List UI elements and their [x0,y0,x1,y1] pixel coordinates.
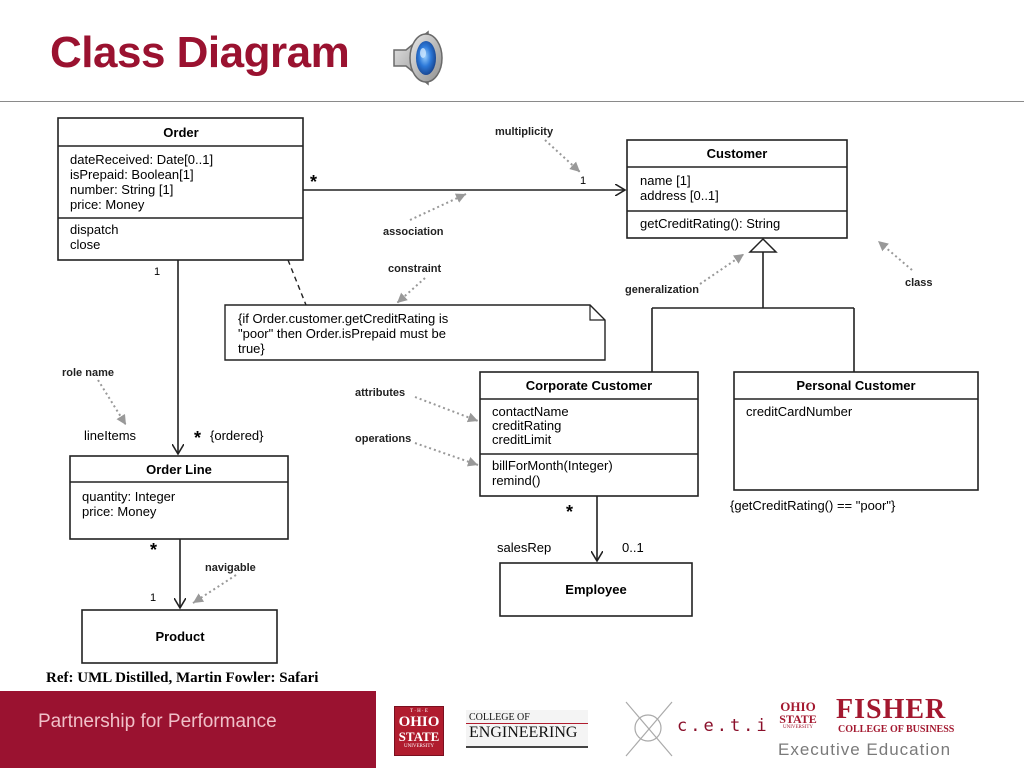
attribute: number: String [1] [70,182,173,197]
fisher-osu-university: UNIVERSITY [783,725,813,730]
multiplicity-label: * [150,540,157,560]
class-name: Corporate Customer [526,378,652,393]
attribute: creditRating [492,418,561,433]
attribute: price: Money [70,197,145,212]
role-label: lineItems [84,428,137,443]
operation: billForMonth(Integer) [492,458,613,473]
annotation-label: attributes [355,387,405,399]
callout-generalization [699,253,745,285]
attribute: address [0..1] [640,188,719,203]
multiplicity-label: 1 [154,266,160,278]
fisher-subtitle: COLLEGE OF BUSINESS [838,724,955,735]
role-label: salesRep [497,540,551,555]
personal-constraint: {getCreditRating() == "poor"} [730,498,896,513]
constraint-note: {if Order.customer.getCreditRating is "p… [224,304,606,361]
callout-role-name [97,379,127,426]
class-name: Customer [707,146,768,161]
fisher-osu-ohio: OHIO [780,699,816,714]
multiplicity-label: * [566,502,573,522]
title-divider [0,101,1024,102]
callout-constraint [396,277,426,304]
osu-the: T · H · E [410,709,428,714]
role-label: {ordered} [210,428,264,443]
class-product: Product [81,609,278,664]
ceti-label: c.e.t.i [677,716,770,736]
footer-band [0,691,376,768]
osu-state: STATE [398,729,440,744]
callout-multiplicity [544,139,581,173]
class-employee: Employee [499,562,693,617]
class-personal-customer: Personal Customer creditCardNumber [733,371,979,491]
callout-association [409,193,467,221]
annotation-label: class [905,277,933,289]
class-name: Order Line [146,462,212,477]
class-diagram: Order dateReceived: Date[0..1] isPrepaid… [57,117,979,664]
operation: remind() [492,473,540,488]
operation: dispatch [70,222,118,237]
class-corporate-customer: Corporate Customer contactName creditRat… [479,371,699,497]
multiplicity-label: * [310,172,317,192]
callout-operations [414,442,479,467]
note-line: {if Order.customer.getCreditRating is [238,311,449,326]
multiplicity-label: 0..1 [622,540,644,555]
note-line: true} [238,341,265,356]
class-order-line: Order Line quantity: Integer price: Mone… [69,455,289,540]
attribute: quantity: Integer [82,489,176,504]
osu-logo: T · H · E OHIO STATE UNIVERSITY [394,706,444,756]
annotation-label: constraint [388,263,442,275]
multiplicity-label: 1 [580,175,586,187]
annotation-label: role name [62,367,114,379]
annotation-label: association [383,226,444,238]
annotation-label: generalization [625,284,699,296]
attribute: creditLimit [492,432,552,447]
class-name: Personal Customer [796,378,915,393]
operation: close [70,237,100,252]
constraint-link [287,259,307,306]
slide-title: Class Diagram [50,28,350,77]
annotation-label: operations [355,433,411,445]
callout-navigable [192,574,237,604]
attribute: isPrepaid: Boolean[1] [70,167,194,182]
annotation-label: navigable [205,562,256,574]
footer-tagline: Partnership for Performance [38,711,277,732]
fisher-osu-state: STATE [779,712,817,726]
osu-ohio: OHIO [398,714,440,730]
fisher-osu-logo: OHIO STATE UNIVERSITY [774,700,822,736]
executive-education: Executive Education [778,740,952,759]
multiplicity-label: 1 [150,592,156,604]
attribute: price: Money [82,504,157,519]
engineering-logo: COLLEGE OF ENGINEERING [466,710,588,748]
callout-class [877,240,913,271]
callout-attributes [414,396,479,423]
speaker-icon[interactable] [388,26,452,95]
class-name: Employee [565,582,626,597]
engineering-line2: ENGINEERING [466,723,588,742]
engineering-line1: COLLEGE OF [469,712,530,723]
multiplicity-label: * [194,428,201,448]
class-name: Order [163,125,198,140]
attribute: dateReceived: Date[0..1] [70,152,213,167]
note-line: "poor" then Order.isPrepaid must be [238,326,446,341]
class-order: Order dateReceived: Date[0..1] isPrepaid… [57,117,304,261]
generalization-tree [651,237,855,372]
annotation-label: multiplicity [495,126,554,138]
ceti-emblem-icon [625,701,673,757]
osu-university: UNIVERSITY [404,744,434,749]
operation: getCreditRating(): String [640,216,780,231]
reference-text: Ref: UML Distilled, Martin Fowler: Safar… [46,670,319,686]
attribute: name [1] [640,173,691,188]
class-name: Product [155,629,205,644]
class-customer: Customer name [1] address [0..1] getCred… [626,139,848,239]
attribute: creditCardNumber [746,404,853,419]
attribute: contactName [492,404,569,419]
fisher-wordmark: FISHER [836,694,947,725]
